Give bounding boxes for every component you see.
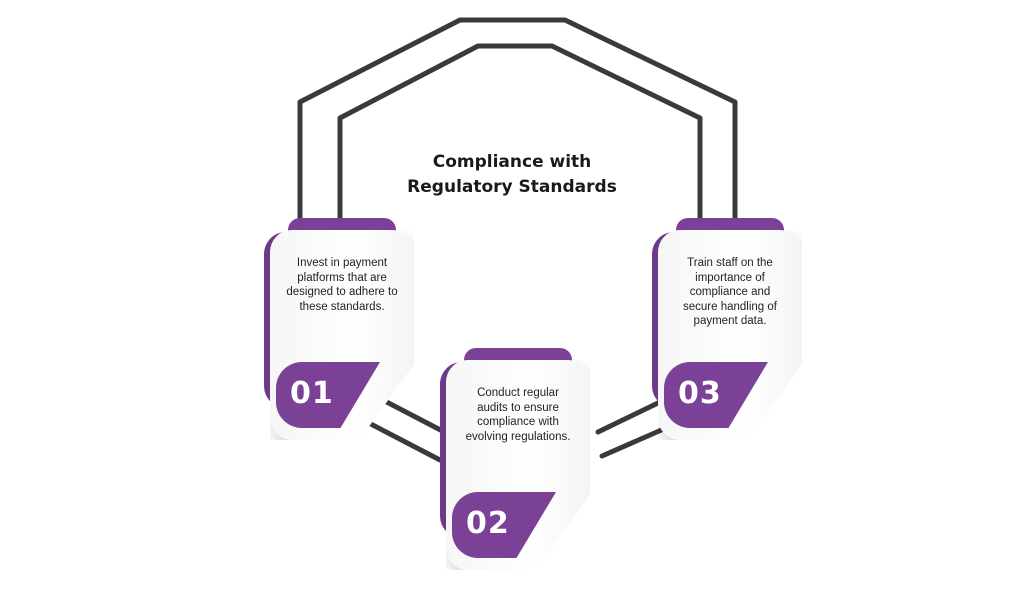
- step-number: 03: [678, 376, 722, 411]
- step-card-02: Conduct regular audits to ensure complia…: [440, 348, 590, 570]
- step-text: Train staff on the importance of complia…: [683, 257, 777, 327]
- outer-hexagon-line: [297, 17, 738, 235]
- title-line-2: Regulatory Standards: [407, 177, 617, 197]
- step-text: Invest in payment platforms that are des…: [286, 257, 398, 313]
- right-connector-lower: [599, 425, 669, 459]
- step-text: Conduct regular audits to ensure complia…: [465, 387, 571, 443]
- diagram-title: Compliance with Regulatory Standards: [392, 150, 632, 200]
- inner-hexagon-line: [337, 43, 703, 235]
- step-number: 02: [466, 506, 510, 541]
- step-card-03: Train staff on the importance of complia…: [652, 218, 802, 440]
- step-card-01: Invest in payment platforms that are des…: [264, 218, 414, 440]
- title-line-1: Compliance with: [432, 152, 592, 172]
- right-connector-upper: [595, 399, 663, 435]
- step-number: 01: [290, 376, 334, 411]
